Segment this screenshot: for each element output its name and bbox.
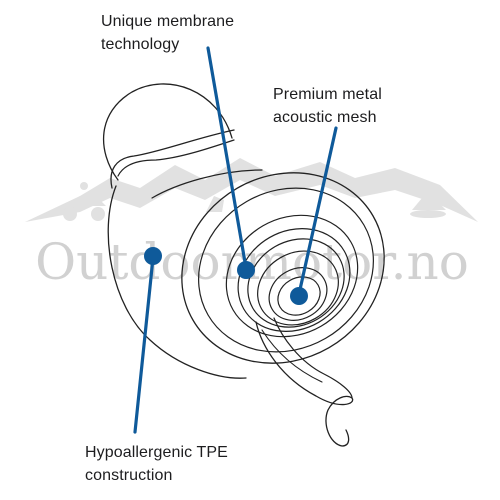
ear-tip-inner-fold <box>117 139 235 177</box>
label-membrane-line1: Unique membrane <box>101 13 235 30</box>
earbud-body-outline <box>107 185 247 379</box>
watermark-atv-icon <box>63 182 106 221</box>
ear-tip-outline <box>102 83 233 181</box>
callout-line-mesh <box>297 126 338 296</box>
callout-dot-membrane <box>237 261 255 279</box>
rim-ring-5 <box>247 238 345 328</box>
label-tpe-construction: Hypoallergenic TPE construction <box>85 441 228 487</box>
rim-ring-2 <box>198 187 374 353</box>
rim-ring-3 <box>225 214 359 338</box>
watermark-mountains <box>25 158 478 222</box>
watermark-snowmobile-icon <box>410 188 446 218</box>
ear-tip-cutout <box>110 129 235 189</box>
label-acoustic-mesh: Premium metal acoustic mesh <box>273 83 382 129</box>
label-membrane-line2: technology <box>101 36 180 53</box>
callout-line-membrane <box>206 46 248 270</box>
mesh-ring-inner <box>277 276 321 316</box>
label-tpe-line2: construction <box>85 467 173 484</box>
earbud-body-top <box>151 169 263 199</box>
rim-ring-4 <box>237 228 351 332</box>
label-membrane-technology: Unique membrane technology <box>101 10 234 56</box>
label-mesh-line2: acoustic mesh <box>273 109 377 126</box>
label-mesh-line1: Premium metal <box>273 86 382 103</box>
outer-rim <box>181 172 385 364</box>
stem-hook-inner <box>273 317 353 399</box>
mesh-ring-outer <box>268 267 328 321</box>
callout-dot-tpe <box>144 247 162 265</box>
callout-line-tpe <box>133 256 155 434</box>
label-tpe-line1: Hypoallergenic TPE <box>85 444 228 461</box>
stem-hook-outline <box>255 321 354 447</box>
callout-dot-mesh <box>290 287 308 305</box>
stem-hook-ridge <box>261 329 323 383</box>
membrane-ring <box>257 250 339 326</box>
